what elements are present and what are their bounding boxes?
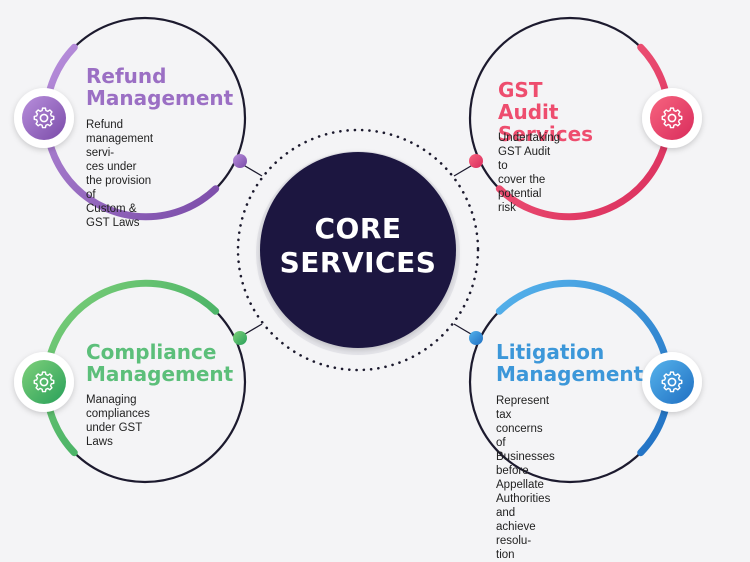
card-title-line2: Management — [496, 362, 644, 386]
card-desc-line: Represent tax concerns of — [496, 395, 550, 449]
card-desc-gst-audit: Undertaking GST Audit to cover the poten… — [498, 131, 560, 215]
connector-dot-litigation — [469, 331, 483, 345]
icon-badge-compliance — [14, 352, 74, 412]
card-title-refund: Refund Management — [86, 65, 233, 109]
card-title-line1: Compliance — [86, 340, 217, 364]
card-title-litigation: Litigation Management — [496, 341, 643, 385]
core-services-diagram — [14, 16, 702, 484]
card-desc-line: Authorities and achieve resolu- — [496, 493, 551, 547]
card-desc-line: Custom & GST Laws — [86, 203, 140, 229]
card-title-line2: Management — [86, 362, 234, 386]
icon-badge-gst-audit — [642, 88, 702, 148]
card-title-line2: Management — [86, 86, 234, 110]
card-desc-line: Businesses before Appellate — [496, 451, 555, 491]
card-desc-line: cover the potential risk — [498, 174, 546, 214]
card-title-gst-audit: GST Audit Services — [498, 79, 593, 145]
card-title-line1: GST Audit — [498, 78, 559, 124]
icon-badge-litigation — [642, 352, 702, 412]
card-desc-litigation: Represent tax concerns of Businesses bef… — [496, 394, 555, 562]
card-title-line1: Refund — [86, 64, 167, 88]
center-hub — [236, 128, 480, 372]
card-title-line2: Services — [498, 122, 594, 146]
card-desc-compliance: Managing compliances under GST Laws — [86, 393, 150, 449]
center-label-line1: CORE — [314, 212, 402, 245]
icon-badge-refund — [14, 88, 74, 148]
center-label: CORE SERVICES — [258, 212, 458, 280]
card-desc-line: under GST Laws — [86, 422, 143, 448]
card-desc-line: Refund management servi- — [86, 119, 154, 159]
card-title-line1: Litigation — [496, 340, 605, 364]
connector-dot-gst-audit — [469, 154, 483, 168]
card-desc-line: ces under the provision of — [86, 161, 152, 201]
card-desc-line: tion — [496, 549, 515, 561]
card-desc-refund: Refund management servi- ces under the p… — [86, 118, 153, 230]
card-desc-line: Managing compliances — [86, 394, 150, 420]
card-title-compliance: Compliance Management — [86, 341, 233, 385]
connector-dot-refund — [233, 154, 247, 168]
connector-dot-compliance — [233, 331, 247, 345]
center-label-line2: SERVICES — [279, 246, 437, 279]
card-desc-line: Undertaking GST Audit to — [498, 132, 561, 172]
